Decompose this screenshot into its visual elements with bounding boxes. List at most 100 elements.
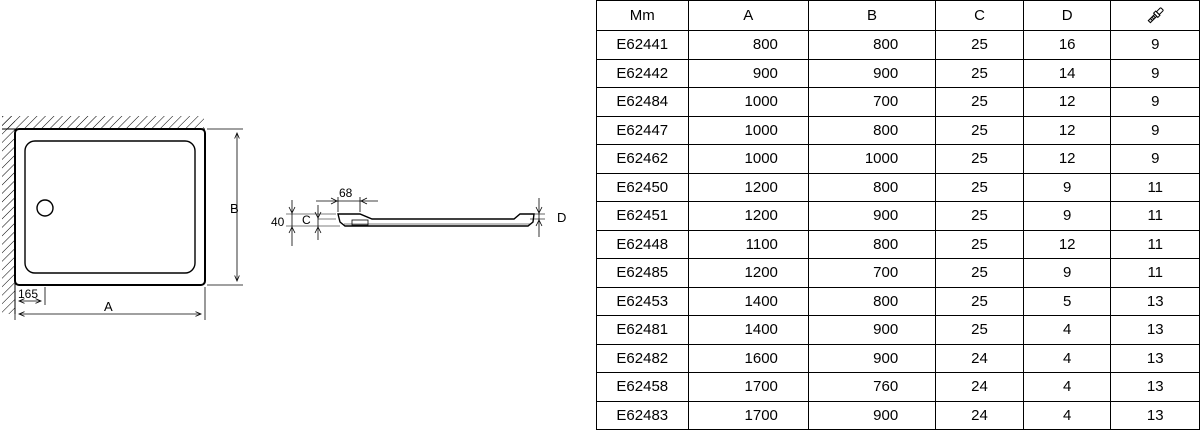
cell-b: 900 <box>807 58 937 88</box>
cell-c: 25 <box>935 172 1024 202</box>
cell-d: 9 <box>1022 201 1112 231</box>
header-a: A <box>687 0 809 31</box>
cell-model: E62485 <box>596 258 689 288</box>
cell-wrench: 11 <box>1110 258 1200 288</box>
cell-model: E62482 <box>596 343 689 373</box>
cell-d: 9 <box>1022 172 1112 202</box>
cell-wrench: 9 <box>1110 30 1200 60</box>
cell-b: 1000 <box>807 144 937 174</box>
cell-wrench: 9 <box>1110 87 1200 117</box>
cell-model: E62483 <box>596 400 689 430</box>
cell-wrench: 9 <box>1110 115 1200 145</box>
cell-d: 12 <box>1022 229 1112 259</box>
cell-c: 25 <box>935 58 1024 88</box>
cell-model: E62451 <box>596 201 689 231</box>
cell-b: 900 <box>807 315 937 345</box>
table-header-row: Mm A B C D <box>596 0 1200 31</box>
header-mm: Mm <box>596 0 689 31</box>
cell-b: 900 <box>807 400 937 430</box>
tray-top-view: B 165 A <box>2 116 243 320</box>
wall-hatch-left <box>2 116 15 314</box>
cell-model: E62450 <box>596 172 689 202</box>
cell-a: 1200 <box>687 258 809 288</box>
cell-b: 800 <box>807 229 937 259</box>
cell-wrench: 13 <box>1110 372 1200 402</box>
cell-a: 1400 <box>687 315 809 345</box>
cell-c: 25 <box>935 87 1024 117</box>
cell-wrench: 9 <box>1110 144 1200 174</box>
dim-68-label: 68 <box>339 186 353 200</box>
cell-model: E62453 <box>596 286 689 316</box>
cell-d: 4 <box>1022 372 1112 402</box>
cell-a: 1700 <box>687 400 809 430</box>
cell-b: 900 <box>807 201 937 231</box>
cell-a: 1600 <box>687 343 809 373</box>
cell-wrench: 13 <box>1110 286 1200 316</box>
cell-c: 25 <box>935 115 1024 145</box>
dim-a-label: A <box>104 299 113 314</box>
dim-c-label: C <box>302 213 311 227</box>
tray-outline <box>14 128 206 286</box>
wall-hatch-top <box>2 116 204 129</box>
cell-d: 12 <box>1022 144 1112 174</box>
cell-wrench: 13 <box>1110 400 1200 430</box>
cell-model: E62458 <box>596 372 689 402</box>
cell-model: E62447 <box>596 115 689 145</box>
header-c: C <box>935 0 1024 31</box>
cell-c: 24 <box>935 343 1024 373</box>
cell-d: 4 <box>1022 343 1112 373</box>
cell-model: E62462 <box>596 144 689 174</box>
cell-a: 800 <box>687 30 809 60</box>
cell-c: 25 <box>935 258 1024 288</box>
cell-c: 25 <box>935 30 1024 60</box>
cell-a: 1000 <box>687 87 809 117</box>
cell-b: 800 <box>807 172 937 202</box>
cell-d: 14 <box>1022 58 1112 88</box>
cell-b: 700 <box>807 258 937 288</box>
drain-hole <box>36 199 54 217</box>
cell-c: 24 <box>935 400 1024 430</box>
cell-d: 12 <box>1022 115 1112 145</box>
cell-b: 700 <box>807 87 937 117</box>
cell-model: E62481 <box>596 315 689 345</box>
wrench-icon <box>1147 6 1164 23</box>
header-wrench <box>1110 0 1200 31</box>
cell-model: E62441 <box>596 30 689 60</box>
cell-d: 4 <box>1022 315 1112 345</box>
cell-wrench: 13 <box>1110 315 1200 345</box>
cell-c: 25 <box>935 315 1024 345</box>
cell-b: 800 <box>807 286 937 316</box>
cell-d: 12 <box>1022 87 1112 117</box>
cell-d: 9 <box>1022 258 1112 288</box>
dim-165-label: 165 <box>18 287 38 301</box>
cell-wrench: 13 <box>1110 343 1200 373</box>
cell-d: 16 <box>1022 30 1112 60</box>
dim-d-label: D <box>557 210 566 225</box>
cell-a: 1000 <box>687 115 809 145</box>
cell-model: E62442 <box>596 58 689 88</box>
cell-c: 25 <box>935 229 1024 259</box>
cell-model: E62448 <box>596 229 689 259</box>
header-d: D <box>1022 0 1112 31</box>
cell-a: 1200 <box>687 172 809 202</box>
cell-wrench: 11 <box>1110 229 1200 259</box>
cell-d: 5 <box>1022 286 1112 316</box>
cell-b: 760 <box>807 372 937 402</box>
cell-c: 25 <box>935 201 1024 231</box>
cell-a: 1700 <box>687 372 809 402</box>
cell-b: 800 <box>807 30 937 60</box>
cell-wrench: 11 <box>1110 172 1200 202</box>
dim-b-label: B <box>230 201 239 216</box>
cell-wrench: 11 <box>1110 201 1200 231</box>
cell-c: 25 <box>935 144 1024 174</box>
